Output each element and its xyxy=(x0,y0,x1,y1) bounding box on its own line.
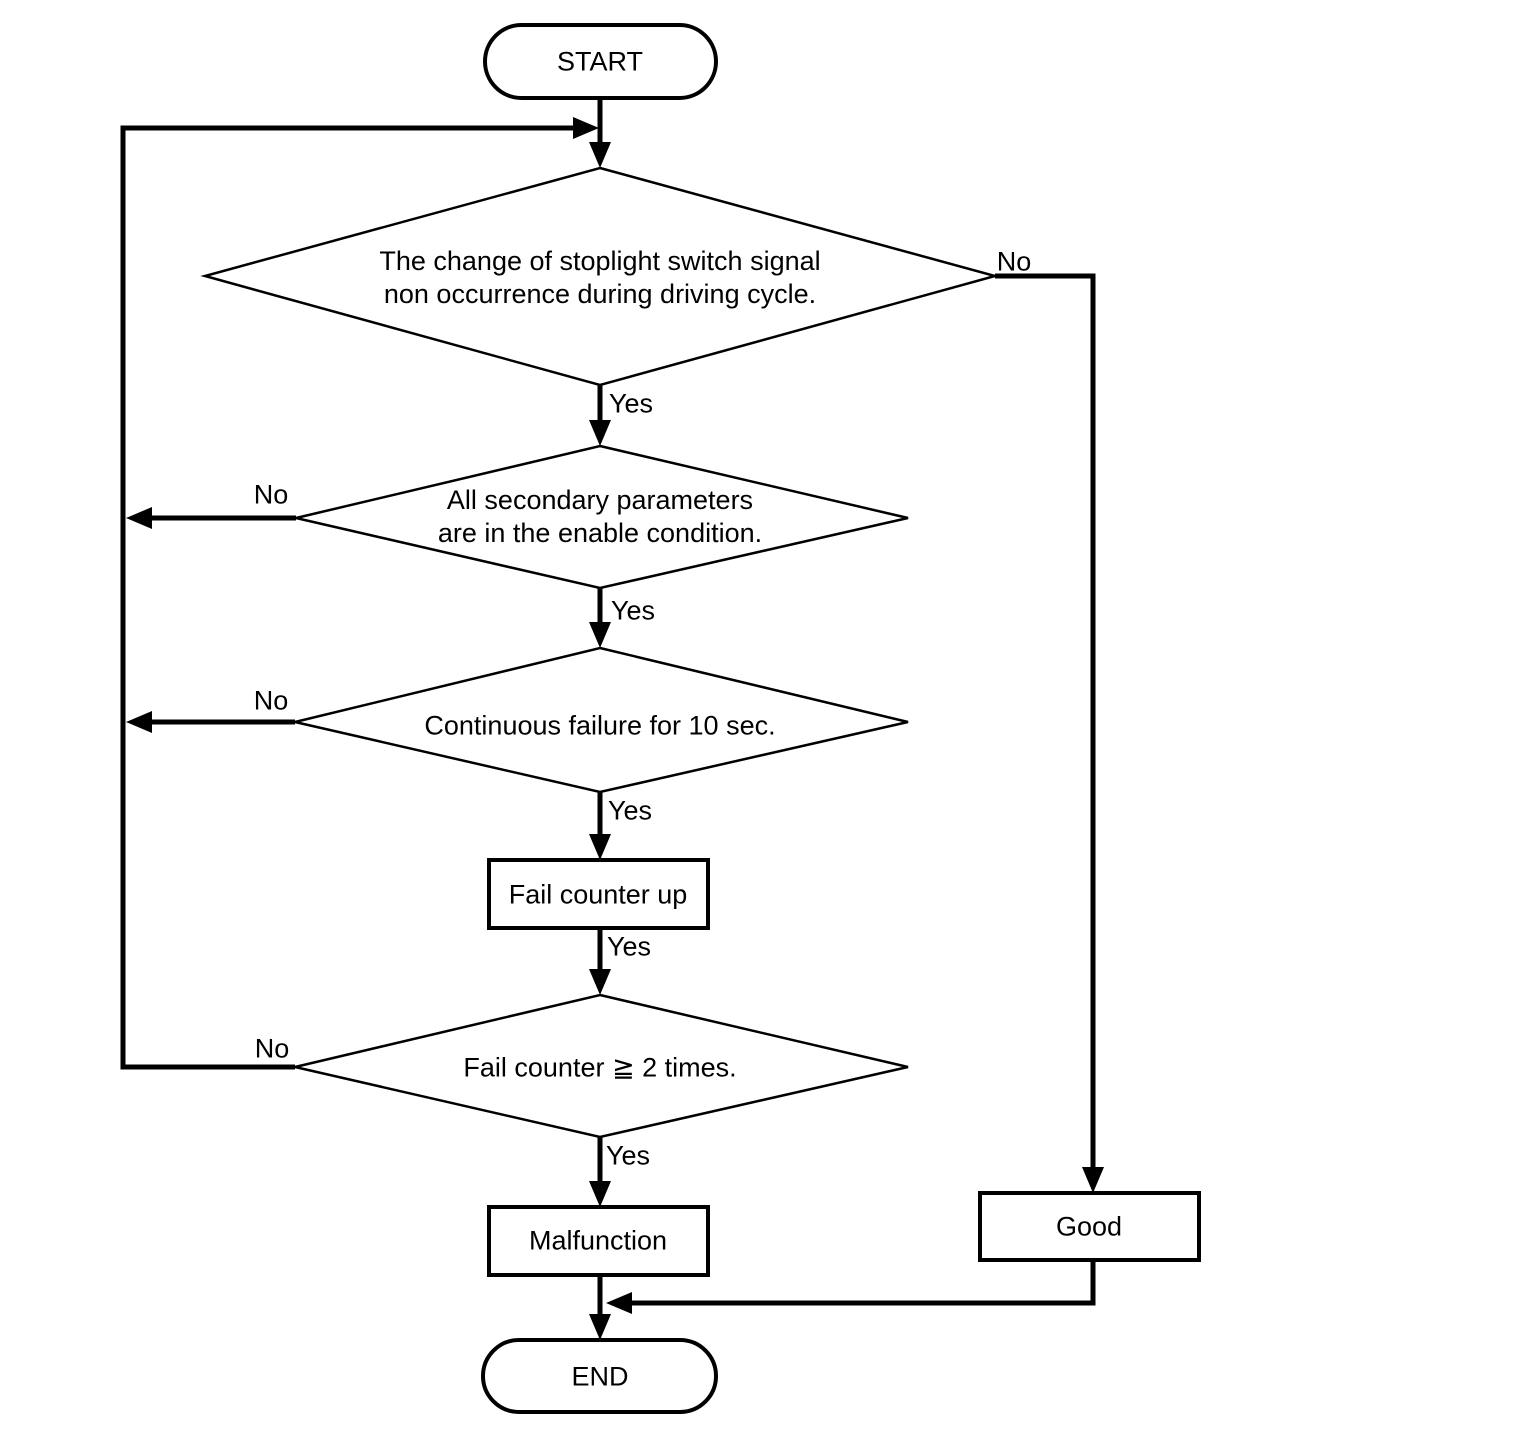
decision3-yes-label: Yes xyxy=(607,795,653,826)
terminator-start xyxy=(483,23,718,100)
arrowhead-into-decision3 xyxy=(589,622,611,648)
arrowhead-into-decision1 xyxy=(589,142,611,168)
decision3-no-label: No xyxy=(253,685,289,716)
arrowhead-into-failcounter xyxy=(589,834,611,860)
arrowhead-into-decision2 xyxy=(589,420,611,446)
end-label: END xyxy=(571,1361,629,1392)
decision4-label: Fail counter ≧ 2 times. xyxy=(463,1052,737,1083)
good-label: Good xyxy=(1055,1211,1123,1242)
decision4-yes-label: Yes xyxy=(605,1140,651,1171)
arrowhead-into-good xyxy=(1082,1167,1104,1193)
fail-counter-yes-label: Yes xyxy=(606,931,652,962)
arrowhead-into-malfunction xyxy=(589,1181,611,1207)
decision2-diamond xyxy=(295,444,909,590)
decision1-diamond xyxy=(200,166,1000,387)
arrowhead-into-end xyxy=(589,1314,611,1340)
start-label: START xyxy=(556,46,644,77)
decision3-diamond xyxy=(294,646,909,794)
decision4-no-label: No xyxy=(254,1033,290,1064)
decision2-label: All secondary parameters are in the enab… xyxy=(437,485,763,548)
malfunction-label: Malfunction xyxy=(528,1225,668,1256)
arrowhead-good-merge xyxy=(606,1292,632,1314)
decision2-yes-label: Yes xyxy=(610,595,656,626)
decision4-diamond xyxy=(294,993,909,1139)
process-good xyxy=(978,1191,1201,1262)
decision1-yes-label: Yes xyxy=(608,388,654,419)
decision1-no-label: No xyxy=(996,246,1032,277)
edge-no-loopback xyxy=(120,125,578,1070)
process-fail-counter xyxy=(487,858,710,930)
decision2-no-label: No xyxy=(253,479,289,510)
edge-good-to-merge xyxy=(630,1260,1096,1306)
edge-decision1-no-to-good xyxy=(995,273,1096,1170)
arrowhead-into-decision4 xyxy=(589,969,611,995)
decision3-label: Continuous failure for 10 sec. xyxy=(424,710,776,741)
arrowhead-loopback-merge xyxy=(573,117,599,139)
arrowhead-decision2-no xyxy=(126,507,152,529)
process-malfunction xyxy=(487,1205,710,1277)
terminator-end xyxy=(481,1338,718,1414)
arrowhead-decision3-no xyxy=(126,711,152,733)
fail-counter-label: Fail counter up xyxy=(508,879,688,910)
decision1-label: The change of stoplight switch signal no… xyxy=(379,246,821,309)
